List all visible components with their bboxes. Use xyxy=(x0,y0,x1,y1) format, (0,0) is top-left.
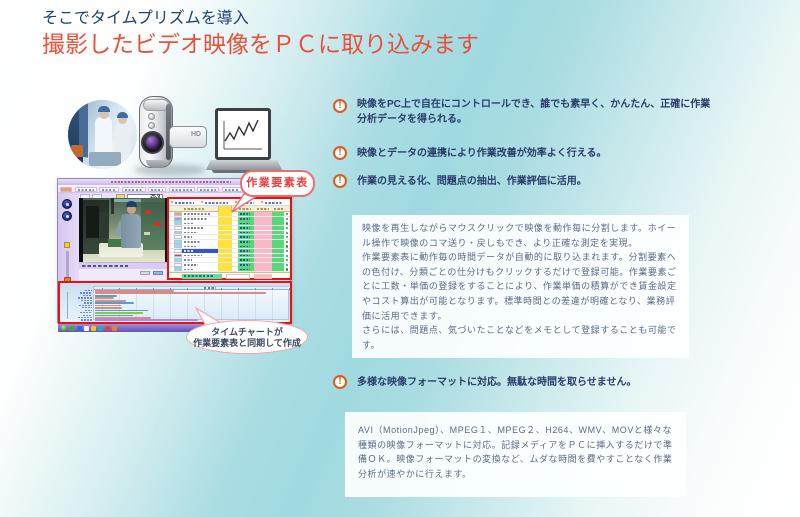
speed-slider xyxy=(66,251,69,281)
window-toolbar xyxy=(58,185,290,193)
alert-icon: ! xyxy=(333,375,347,389)
work-element-table xyxy=(167,197,292,280)
work-element-table-rows xyxy=(169,212,290,272)
window-titlebar xyxy=(58,179,290,185)
page-title: 撮影したビデオ映像をＰＣに取り込みます xyxy=(42,31,479,57)
hd-badge: HD xyxy=(191,131,202,138)
alert-icon: ! xyxy=(333,174,347,188)
time-chart xyxy=(58,281,292,324)
video-status-strip xyxy=(79,262,167,269)
camera-screen-flap xyxy=(169,126,207,148)
description-block-1: 映像を再生しながらマウスクリックで映像を動作毎に分割します。ホイール操作で映像の… xyxy=(352,215,689,358)
play-button xyxy=(62,199,72,209)
alert-icon: ! xyxy=(333,99,347,113)
feature-text: 多様な映像フォーマットに対応。無駄な時間を取らせません。 xyxy=(357,377,637,388)
table-header xyxy=(169,206,290,212)
pause-button xyxy=(62,211,72,221)
table-callout: 作業要素表 xyxy=(240,170,315,197)
software-screenshot: 25.9 xyxy=(57,178,292,332)
laptop-illustration xyxy=(215,108,271,160)
video-panel xyxy=(79,198,167,262)
chart-callout: タイムチャートが 作業要素表と同期して作成 xyxy=(186,320,308,354)
feature-text: 作業の見える化、問題点の抽出、作業評価に活用。 xyxy=(357,176,587,187)
start-button xyxy=(61,325,67,331)
table-summary-row xyxy=(169,272,290,279)
alert-icon: ! xyxy=(333,146,347,160)
feature-text: 映像をPC上で自在にコントロールでき、誰でも素早く、かんたん、正確に作業分析デー… xyxy=(357,99,711,125)
description-block-2: AVI（MotionJpeg）、MPEG１、MPEG２、H264、WMV、MOV… xyxy=(345,412,686,497)
factory-photo xyxy=(68,100,137,169)
page-subtitle: そこでタイムプリズムを導入 xyxy=(42,10,249,27)
feature-text: 映像とデータの連携により作業改善が効率よく行える。 xyxy=(357,148,607,159)
